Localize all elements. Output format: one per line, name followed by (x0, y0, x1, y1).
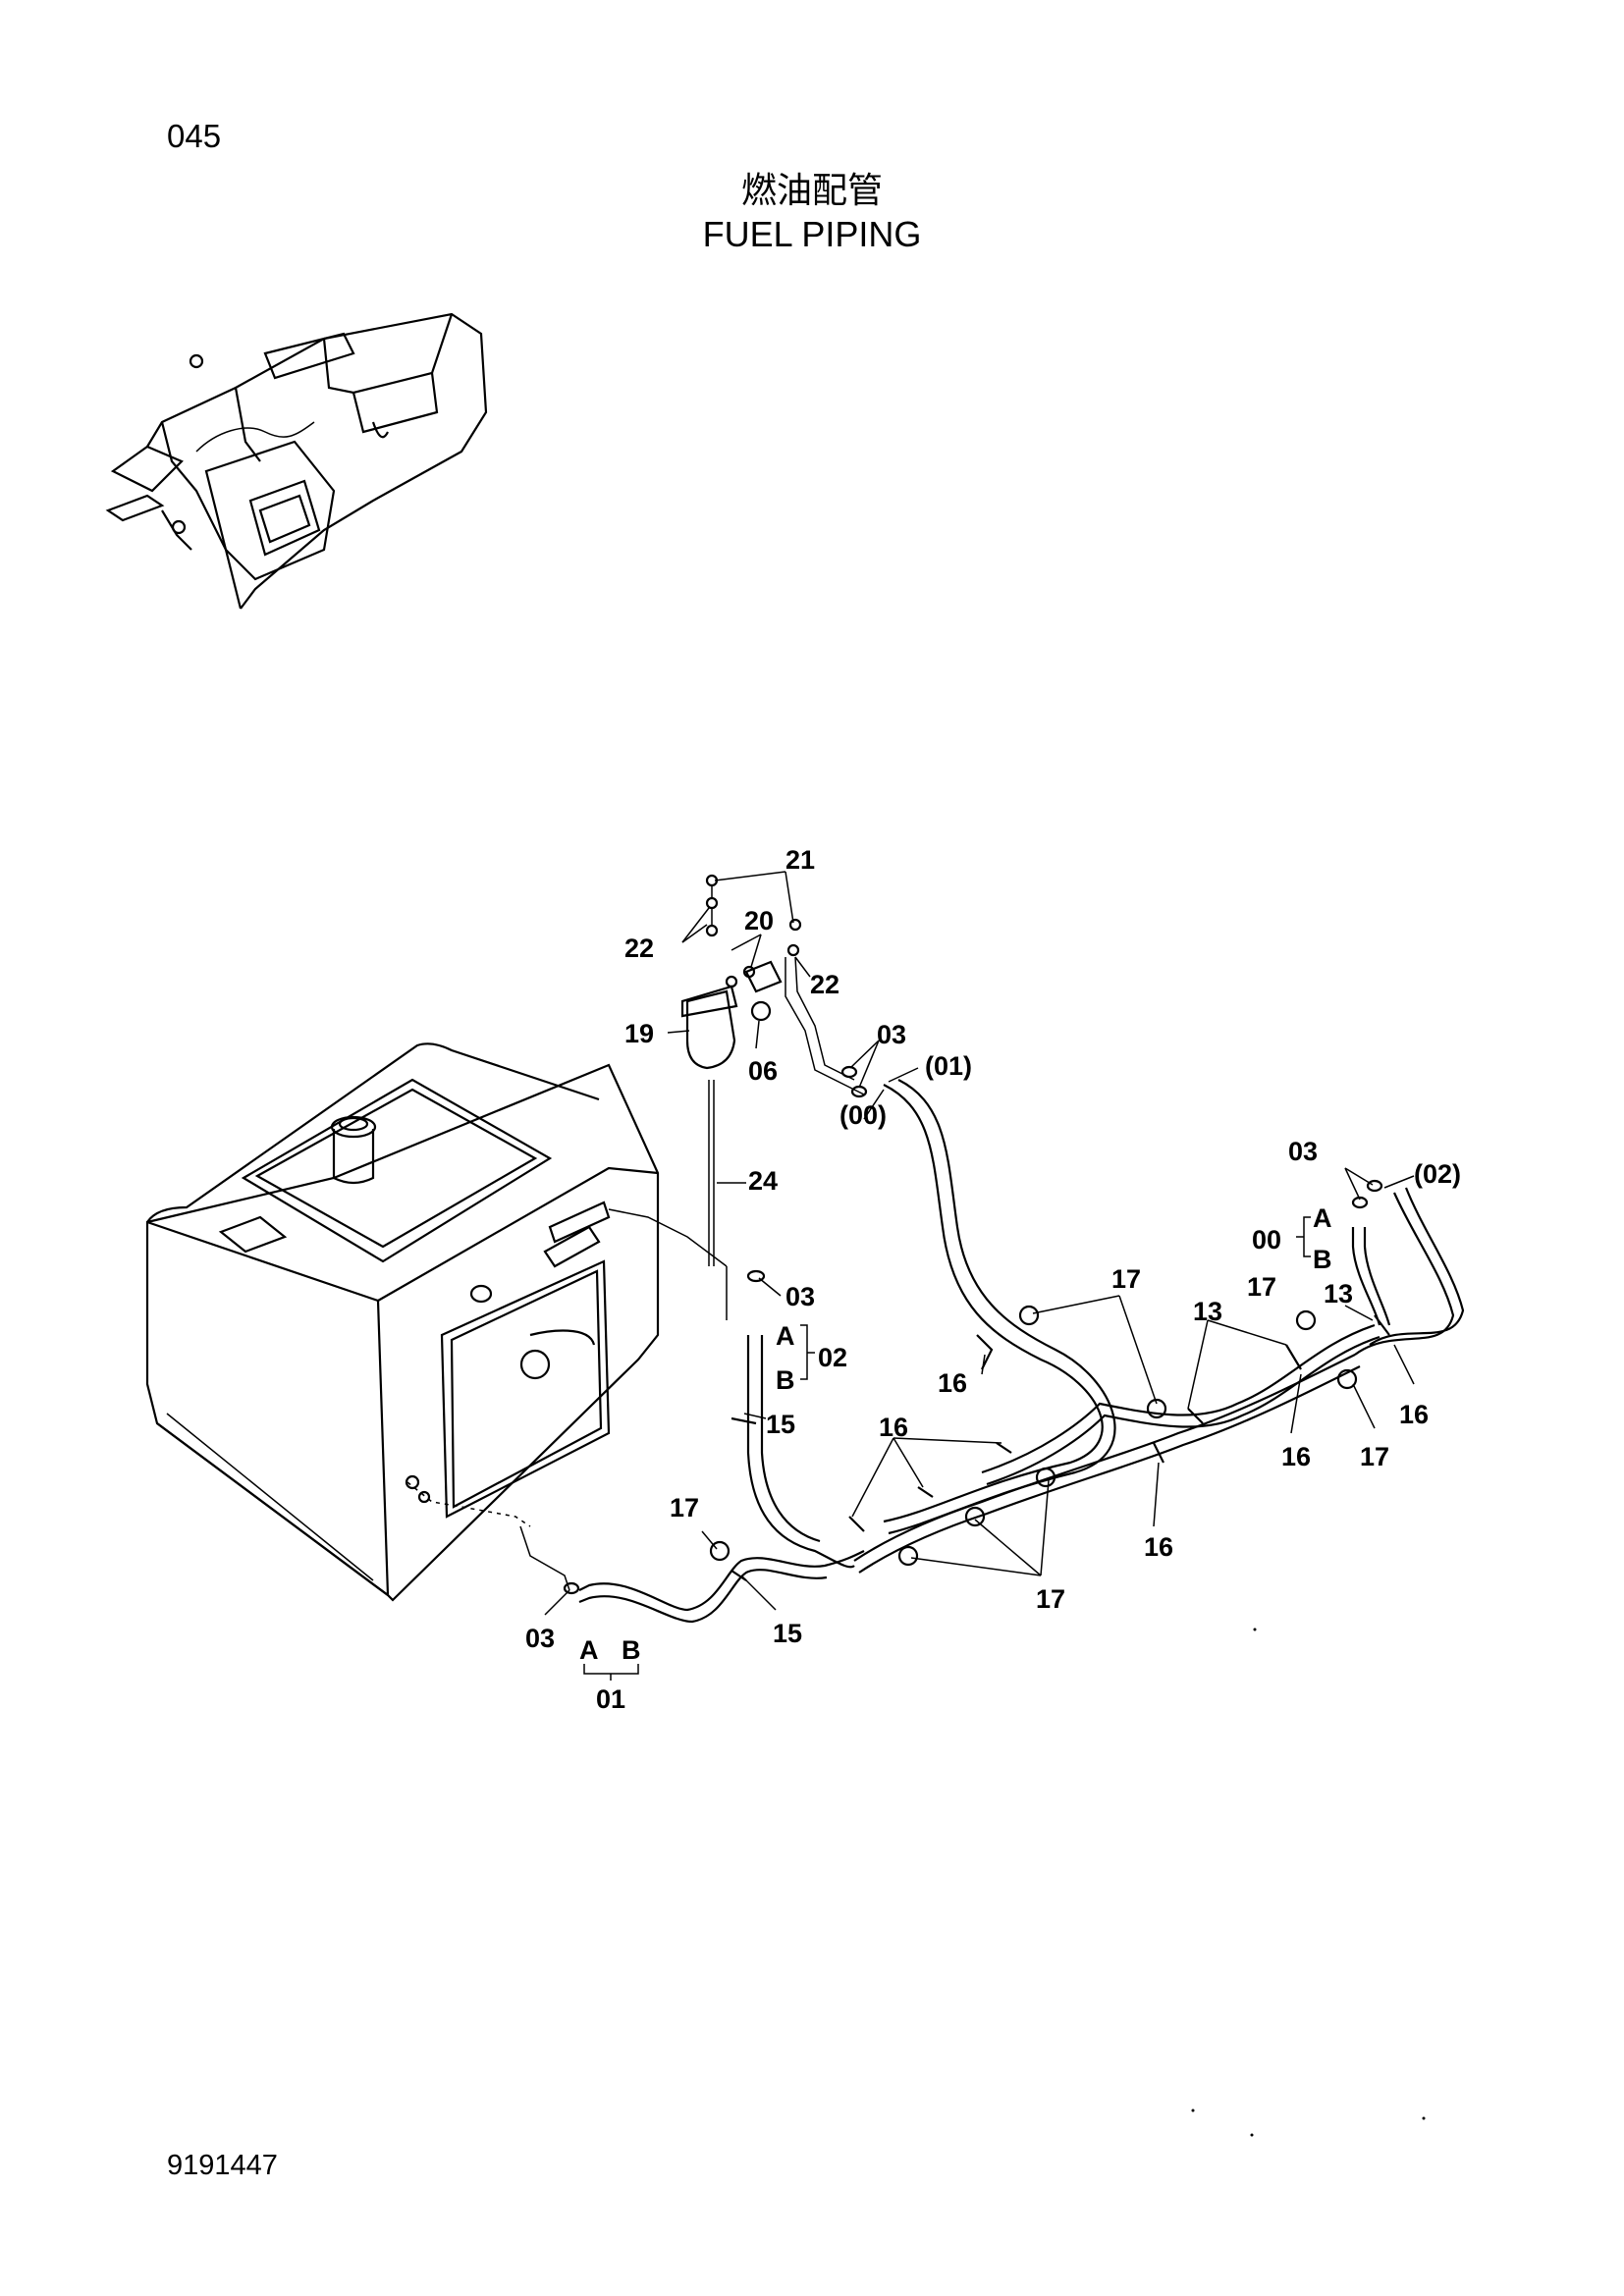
callout-02: 02 (818, 1343, 847, 1372)
callout-17-left: 17 (670, 1493, 699, 1522)
fittings-clamps-bolts (563, 1065, 1390, 1595)
callout-22-right: 22 (810, 970, 839, 999)
callout-03-top: 03 (877, 1020, 906, 1049)
callout-02-paren: (02) (1414, 1159, 1461, 1189)
callout-06: 06 (748, 1056, 778, 1086)
page-title-chinese: 燃油配管 (740, 171, 883, 211)
callout-24: 24 (748, 1166, 778, 1196)
callout-01-paren: (01) (925, 1051, 972, 1081)
callout-20: 20 (744, 906, 774, 935)
callout-00-paren: (00) (839, 1100, 887, 1130)
callout-15-upper: 15 (766, 1410, 795, 1439)
callout-15-lower: 15 (773, 1619, 802, 1648)
callout-16-upper-left: 16 (938, 1368, 967, 1398)
label-B-01: B (622, 1635, 641, 1665)
callout-17-bottom: 17 (1036, 1584, 1065, 1614)
callout-17-right-bottom: 17 (1360, 1442, 1389, 1471)
callout-leader-lines (544, 871, 1415, 1616)
page-title-english: FUEL PIPING (702, 214, 922, 254)
callout-22-left: 22 (624, 934, 654, 963)
label-B-00: B (1313, 1245, 1332, 1274)
label-A-01: A (579, 1635, 599, 1665)
fuel-hoses (578, 1079, 1465, 1624)
callout-13-left: 13 (1193, 1297, 1222, 1326)
label-B-02: B (776, 1365, 795, 1395)
document-number: 9191447 (167, 2150, 278, 2181)
callout-03-middle: 03 (785, 1282, 815, 1311)
callout-03-bottom: 03 (525, 1624, 555, 1653)
fuel-tank (145, 1042, 728, 1602)
callout-00: 00 (1252, 1225, 1281, 1255)
callout-17-right-top: 17 (1247, 1272, 1276, 1302)
excavator-overview-illustration (105, 312, 488, 610)
callout-17-top: 17 (1111, 1264, 1141, 1294)
callout-19: 19 (624, 1019, 654, 1048)
page-number: 045 (167, 118, 222, 154)
callout-16-middle: 16 (879, 1413, 908, 1442)
callout-21: 21 (785, 845, 815, 875)
callout-03-right: 03 (1288, 1137, 1318, 1166)
callout-16-far-right: 16 (1399, 1400, 1429, 1429)
ab-brackets (583, 1216, 1311, 1681)
label-A-02: A (776, 1321, 795, 1351)
scan-dots (1191, 1628, 1426, 2137)
callout-01: 01 (596, 1684, 625, 1714)
label-A-00: A (1313, 1203, 1332, 1233)
callout-16-right: 16 (1281, 1442, 1311, 1471)
callout-labels: 21 20 22 22 19 06 03 (01) (00) 24 03 A B… (525, 845, 1461, 1714)
callout-13-right: 13 (1324, 1279, 1353, 1308)
callout-16-bottom: 16 (1144, 1532, 1173, 1562)
